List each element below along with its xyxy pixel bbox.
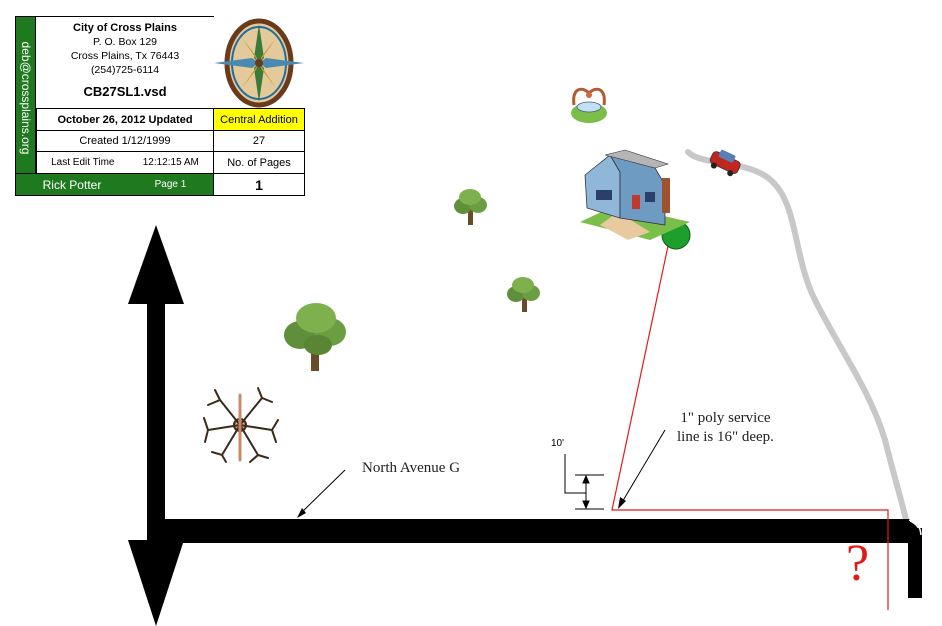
- house-icon: [580, 149, 690, 240]
- service-line-note: 1" poly service line is 16" deep.: [677, 409, 774, 447]
- last-edit-label: Last Edit Time: [51, 157, 115, 168]
- phone-number: (254)725-6114: [90, 64, 160, 76]
- tree-icon: [507, 277, 540, 312]
- dimension-marker: [564, 454, 604, 510]
- street-label: North Avenue G: [362, 460, 461, 476]
- page-label: Page 1: [154, 179, 187, 190]
- tree-icon: [284, 303, 346, 371]
- page-number-cell: 1: [213, 173, 305, 196]
- north-avenue-g-road: [150, 519, 922, 598]
- north-arrow-icon: [128, 225, 184, 626]
- last-edit-cell: Last Edit Time 12:12:15 AM: [36, 151, 214, 174]
- compass-rose-icon: [212, 16, 305, 108]
- area-name-cell: Central Addition: [213, 108, 305, 131]
- title-block: deb@crossplains.org City of Cross Plains…: [15, 16, 305, 196]
- street-label-leader: [297, 469, 346, 518]
- service-label-leader: [618, 429, 666, 509]
- tree-icon: [454, 189, 487, 225]
- last-edit-time: 12:12:15 AM: [142, 157, 199, 168]
- dimension-label: 10': [551, 438, 565, 449]
- unknown-location-marker: ?: [846, 535, 870, 592]
- service-line: [611, 245, 889, 610]
- page-count-cell: 27: [213, 130, 305, 152]
- created-date-cell: Created 1/12/1999: [36, 130, 214, 152]
- email-strip: deb@crossplains.org: [15, 16, 36, 179]
- author-name: Rick Potter: [42, 177, 102, 192]
- fountain-icon: [571, 87, 607, 123]
- address-line-1: P. O. Box 129: [92, 36, 157, 48]
- author-cell: Rick Potter Page 1: [15, 173, 214, 196]
- org-name: City of Cross Plains: [73, 22, 177, 34]
- email-text: deb@crossplains.org: [18, 41, 33, 154]
- driveway-path: [685, 149, 911, 531]
- address-line-2: Cross Plains, Tx 76443: [70, 50, 180, 62]
- service-line-note-line-2: line is 16" deep.: [677, 429, 774, 445]
- file-name: CB27SL1.vsd: [83, 84, 167, 99]
- title-header: City of Cross Plains P. O. Box 129 Cross…: [36, 16, 214, 108]
- pages-label-cell: No. of Pages: [213, 151, 305, 174]
- service-line-note-line-1: 1" poly service: [680, 410, 771, 426]
- updated-date-cell: October 26, 2012 Updated: [36, 108, 214, 131]
- car-icon: [709, 149, 741, 177]
- bare-tree-icon: [203, 387, 279, 463]
